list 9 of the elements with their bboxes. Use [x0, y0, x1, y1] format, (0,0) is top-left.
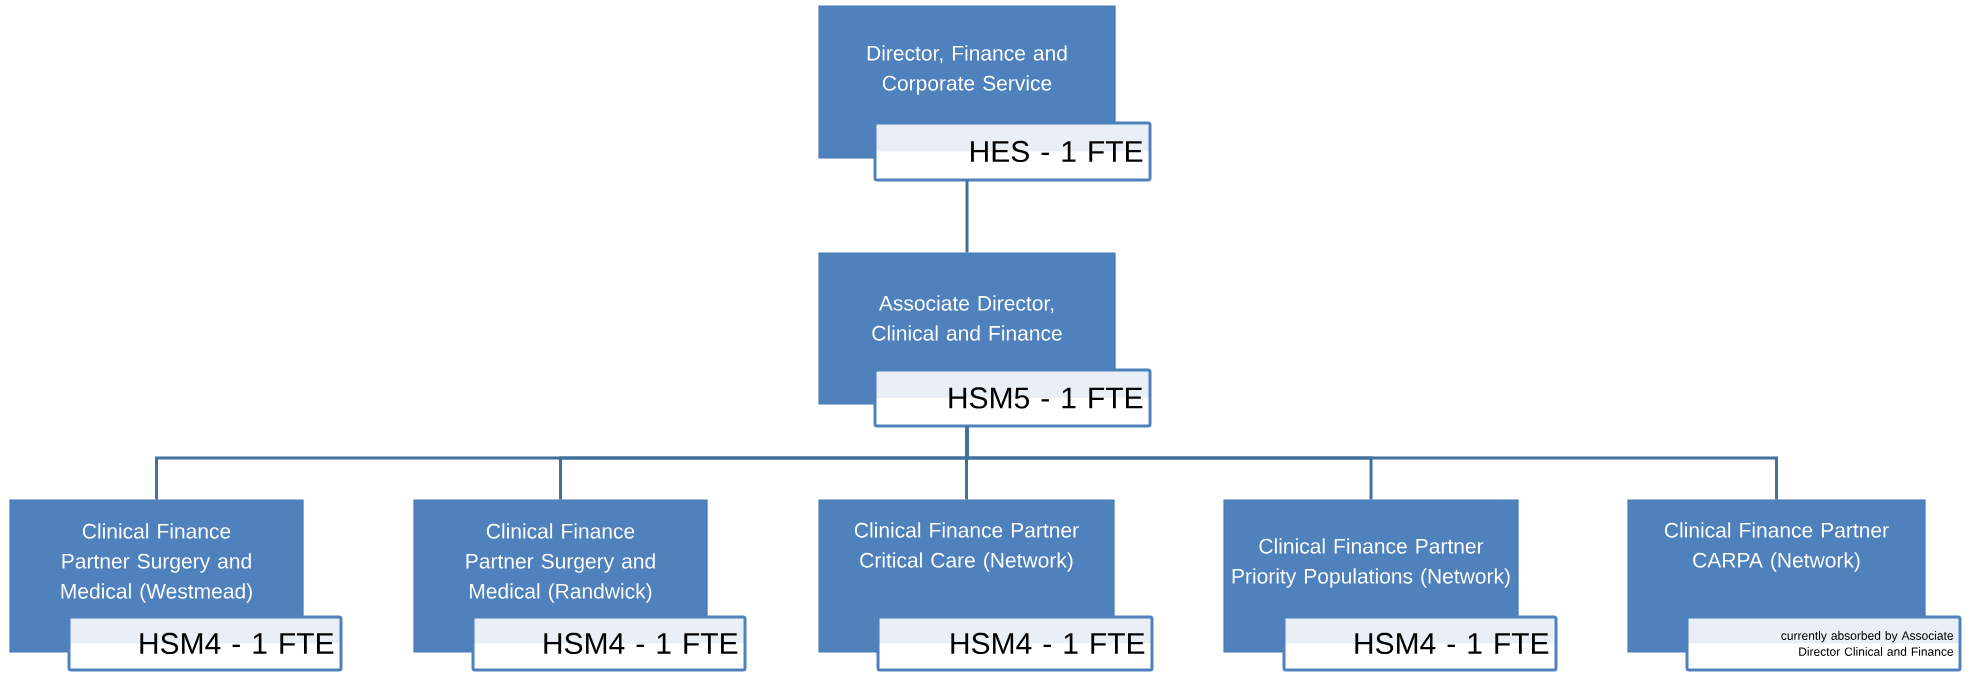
grade-box: HSM4 - 1 FTE: [876, 615, 1154, 672]
connector-line: [965, 180, 969, 253]
grade-box: HSM5 - 1 FTE: [873, 368, 1152, 428]
grade-box: HSM4 - 1 FTE: [1282, 615, 1558, 672]
grade-box: HES - 1 FTE: [873, 121, 1152, 182]
connector-line: [965, 426, 1778, 500]
grade-box: HSM4 - 1 FTE: [471, 615, 747, 672]
grade-box: HSM4 - 1 FTE: [67, 615, 343, 672]
grade-box: currently absorbed by Associate Director Clinical and Finance: [1685, 615, 1962, 672]
